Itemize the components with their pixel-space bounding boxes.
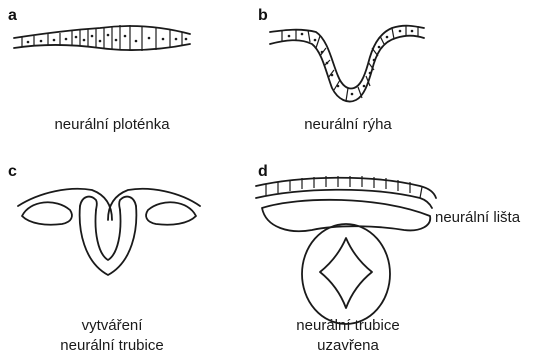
caption-forming-tube-line2: neurální trubice	[60, 337, 163, 354]
panel-c-letter: c	[8, 163, 17, 180]
closed-neural-tube-drawing	[256, 176, 436, 324]
label-neural-crest: neurální lišta	[435, 209, 521, 226]
panel-a: a	[8, 7, 190, 133]
caption-closed-tube-line2: uzavřena	[317, 337, 379, 354]
panel-b: b	[258, 7, 424, 133]
panel-a-letter: a	[8, 7, 17, 24]
panel-d: d	[256, 163, 521, 354]
caption-forming-tube-line1: vytváření	[82, 317, 144, 334]
forming-neural-tube-drawing	[18, 189, 200, 275]
panel-b-letter: b	[258, 7, 268, 24]
neural-groove-drawing	[270, 25, 424, 102]
caption-neural-groove: neurální rýha	[304, 116, 392, 133]
panel-d-letter: d	[258, 163, 268, 180]
caption-closed-tube-line1: neurální trubice	[296, 317, 399, 334]
panel-c: c vytváření neurální trubice	[8, 163, 200, 354]
caption-neural-plate: neurální ploténka	[54, 116, 170, 133]
neural-plate-drawing	[14, 25, 190, 51]
